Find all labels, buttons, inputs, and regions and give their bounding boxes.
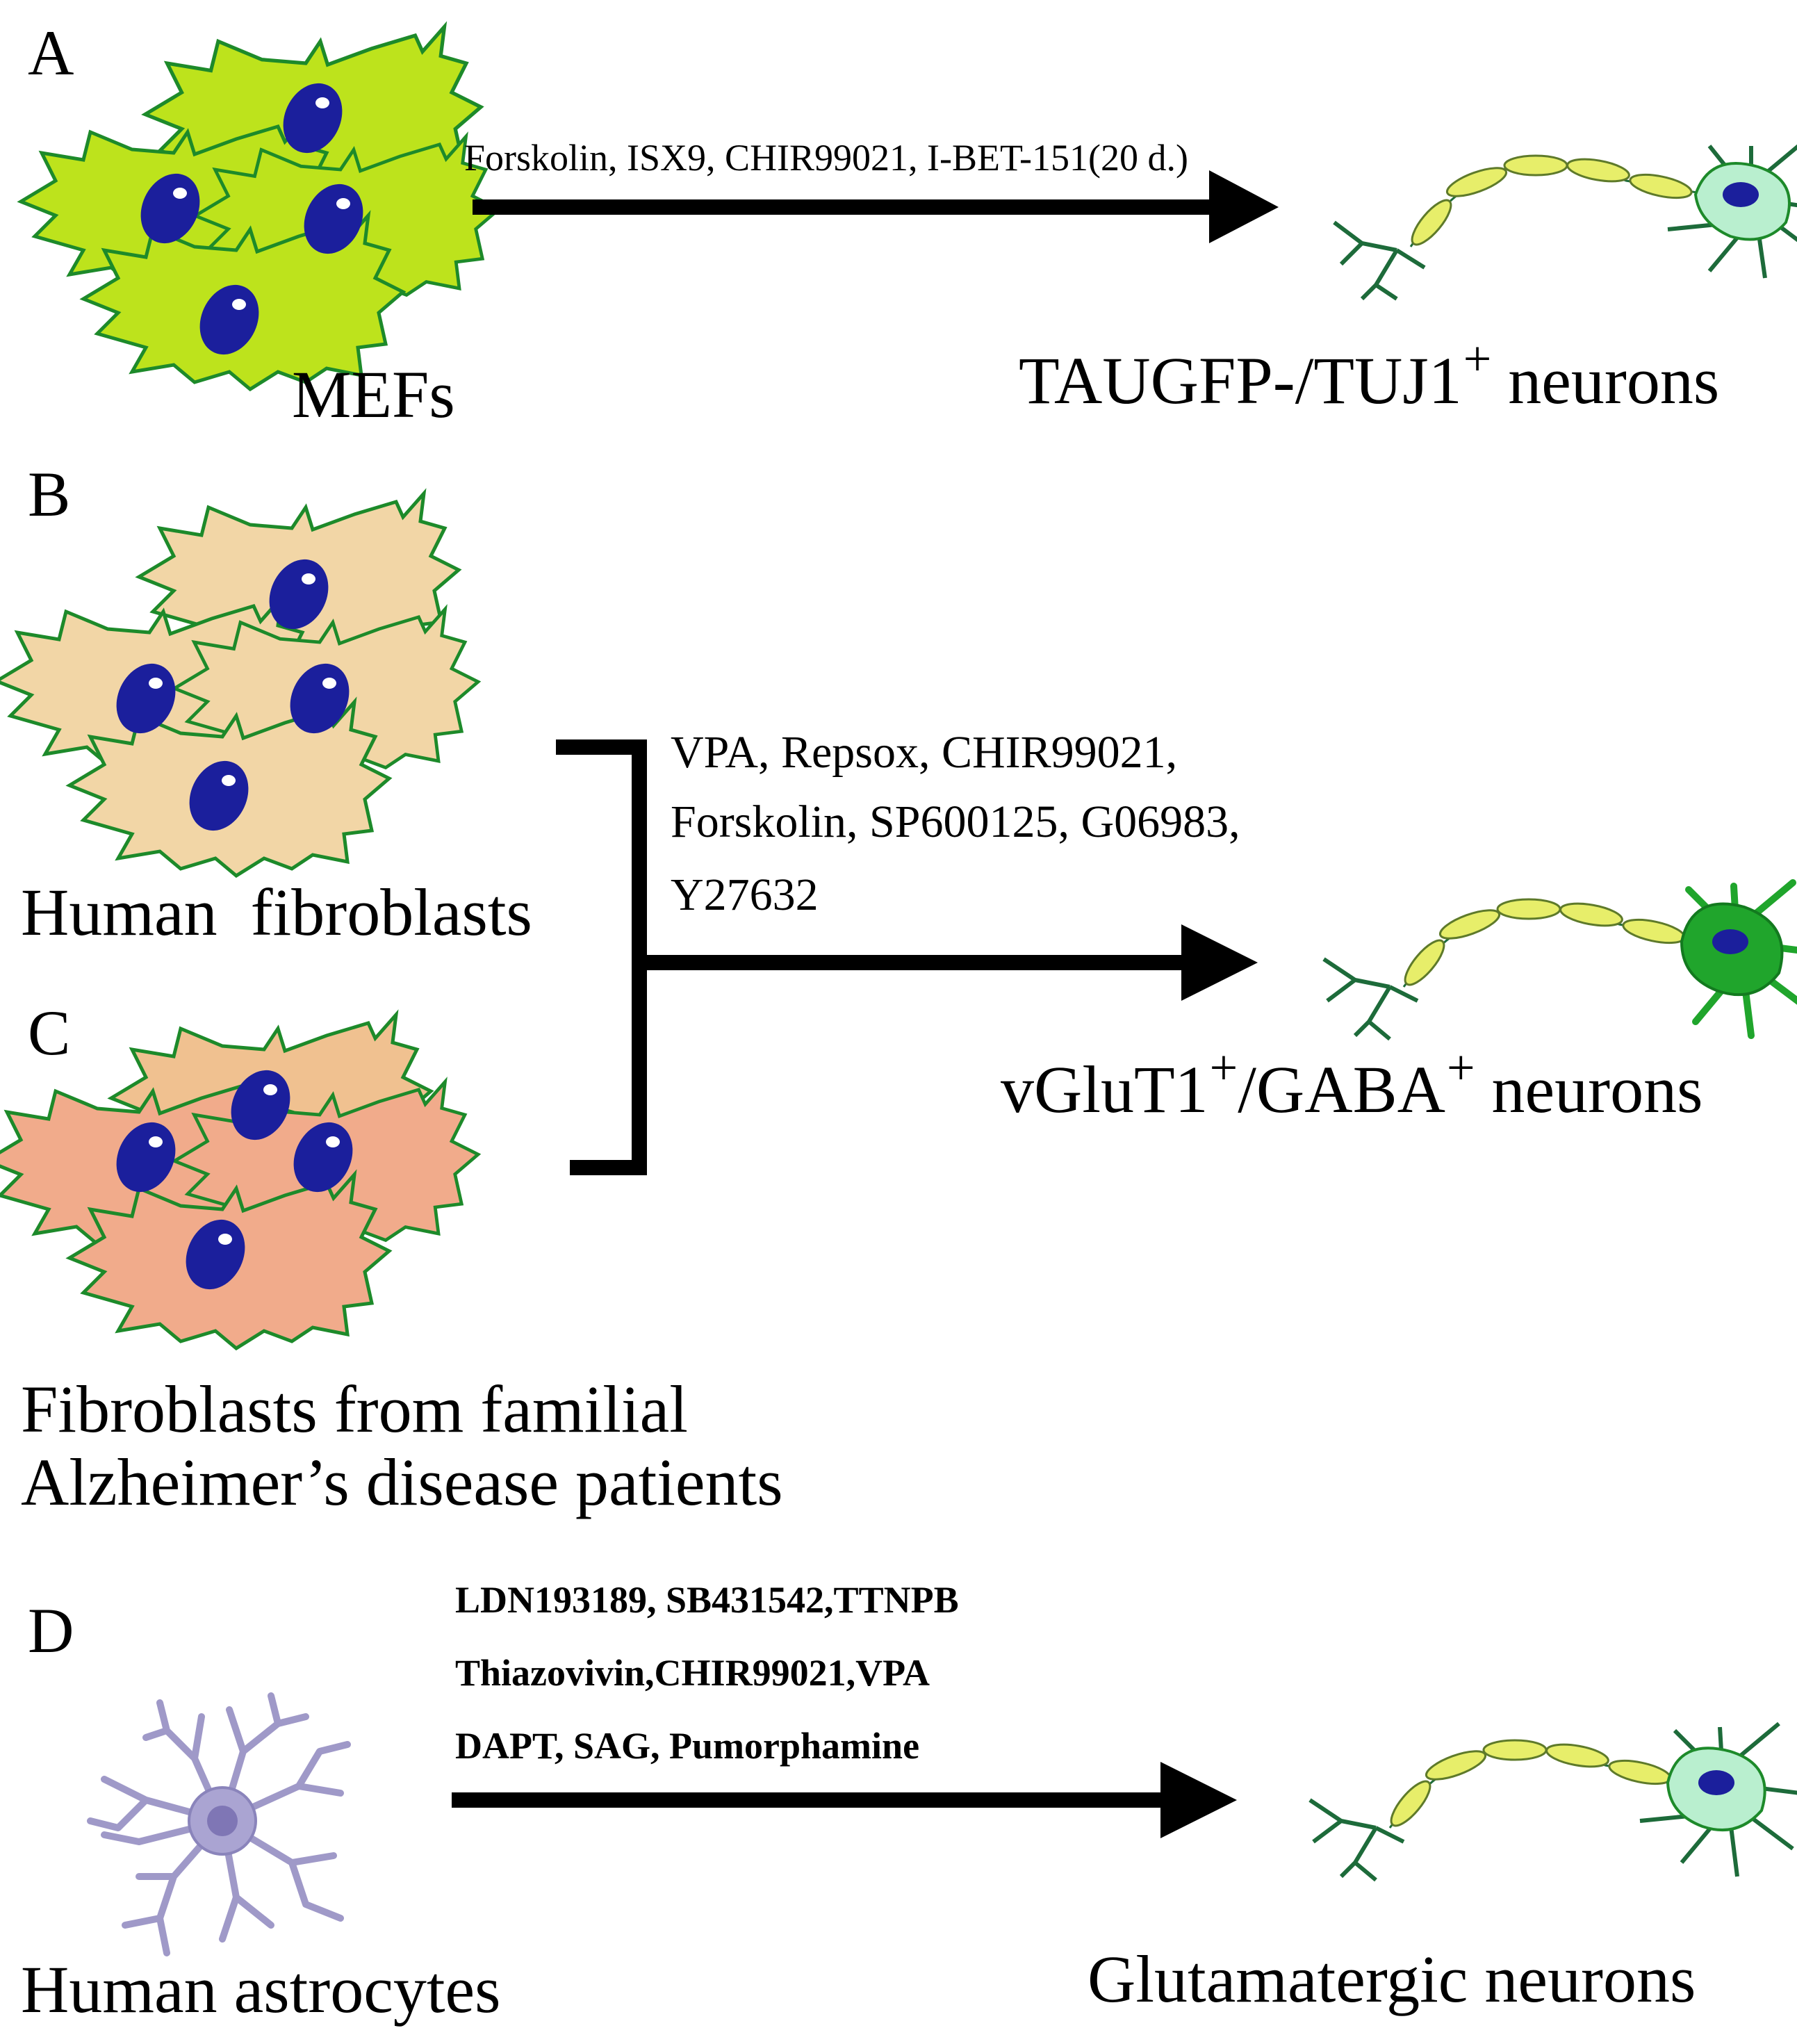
product-bc-sup1: +: [1209, 1040, 1238, 1096]
astrocyte-icon: [87, 1692, 351, 1956]
product-bc-part2: /GABA: [1238, 1052, 1445, 1127]
ad-fibroblasts-label-line2: Alzheimer’s disease patients: [21, 1445, 783, 1519]
reagents-a: Forskolin, ISX9, CHIR99021, I-BET-151(20…: [464, 137, 1189, 179]
product-a: TAUGFP-/TUJ1+ neurons: [1019, 334, 1719, 414]
reagents-bc-line1: VPA, Repsox, CHIR99021,: [671, 727, 1178, 778]
product-bc: vGluT1+/GABA+ neurons: [1001, 1043, 1702, 1123]
product-a-prefix: TAUGFP-/TUJ1: [1019, 343, 1462, 418]
right-arrow-icon: [452, 1762, 1237, 1838]
reagents-d-line3: DAPT, SAG, Pumorphamine: [455, 1725, 920, 1767]
panel-letter-d: D: [28, 1595, 74, 1666]
right-arrow-icon: [473, 170, 1279, 243]
product-bc-part3: neurons: [1475, 1052, 1703, 1127]
reagents-d-line2: Thiazovivin,CHIR99021,VPA: [455, 1652, 930, 1694]
neuron-icon: [1308, 1722, 1797, 1882]
right-arrow-icon: [639, 924, 1258, 1001]
mef-cell-cluster: [21, 27, 499, 390]
panel-letter-b: B: [28, 459, 71, 530]
glutamatergic-neurons-label: Glutamatergic neurons: [1088, 1942, 1696, 2016]
mefs-label: MEFs: [292, 357, 455, 432]
reagents-bc-line3: Y27632: [671, 869, 819, 920]
panel-letter-c: C: [28, 997, 71, 1068]
product-a-sup: +: [1463, 331, 1492, 387]
panel-letter-a: A: [28, 17, 74, 88]
ad-fibroblast-cell-cluster: [0, 1015, 478, 1348]
neuron-icon: [1322, 879, 1797, 1041]
product-bc-sup2: +: [1446, 1040, 1475, 1096]
bracket: [556, 739, 647, 1175]
ad-fibroblasts-label-line1: Fibroblasts from familial: [21, 1372, 688, 1446]
reagents-d-line1: LDN193189, SB431542,TTNPB: [455, 1579, 959, 1621]
human-fibroblasts-label: Human fibroblasts: [21, 875, 532, 949]
product-a-suffix: neurons: [1491, 343, 1720, 418]
neuron-icon: [1333, 144, 1797, 301]
human-astrocytes-label: Human astrocytes: [21, 1952, 501, 2027]
product-bc-part1: vGluT1: [1001, 1052, 1208, 1127]
reagents-bc-line2: Forskolin, SP600125, G06983,: [671, 796, 1240, 847]
fibroblast-cell-cluster: [0, 493, 478, 876]
